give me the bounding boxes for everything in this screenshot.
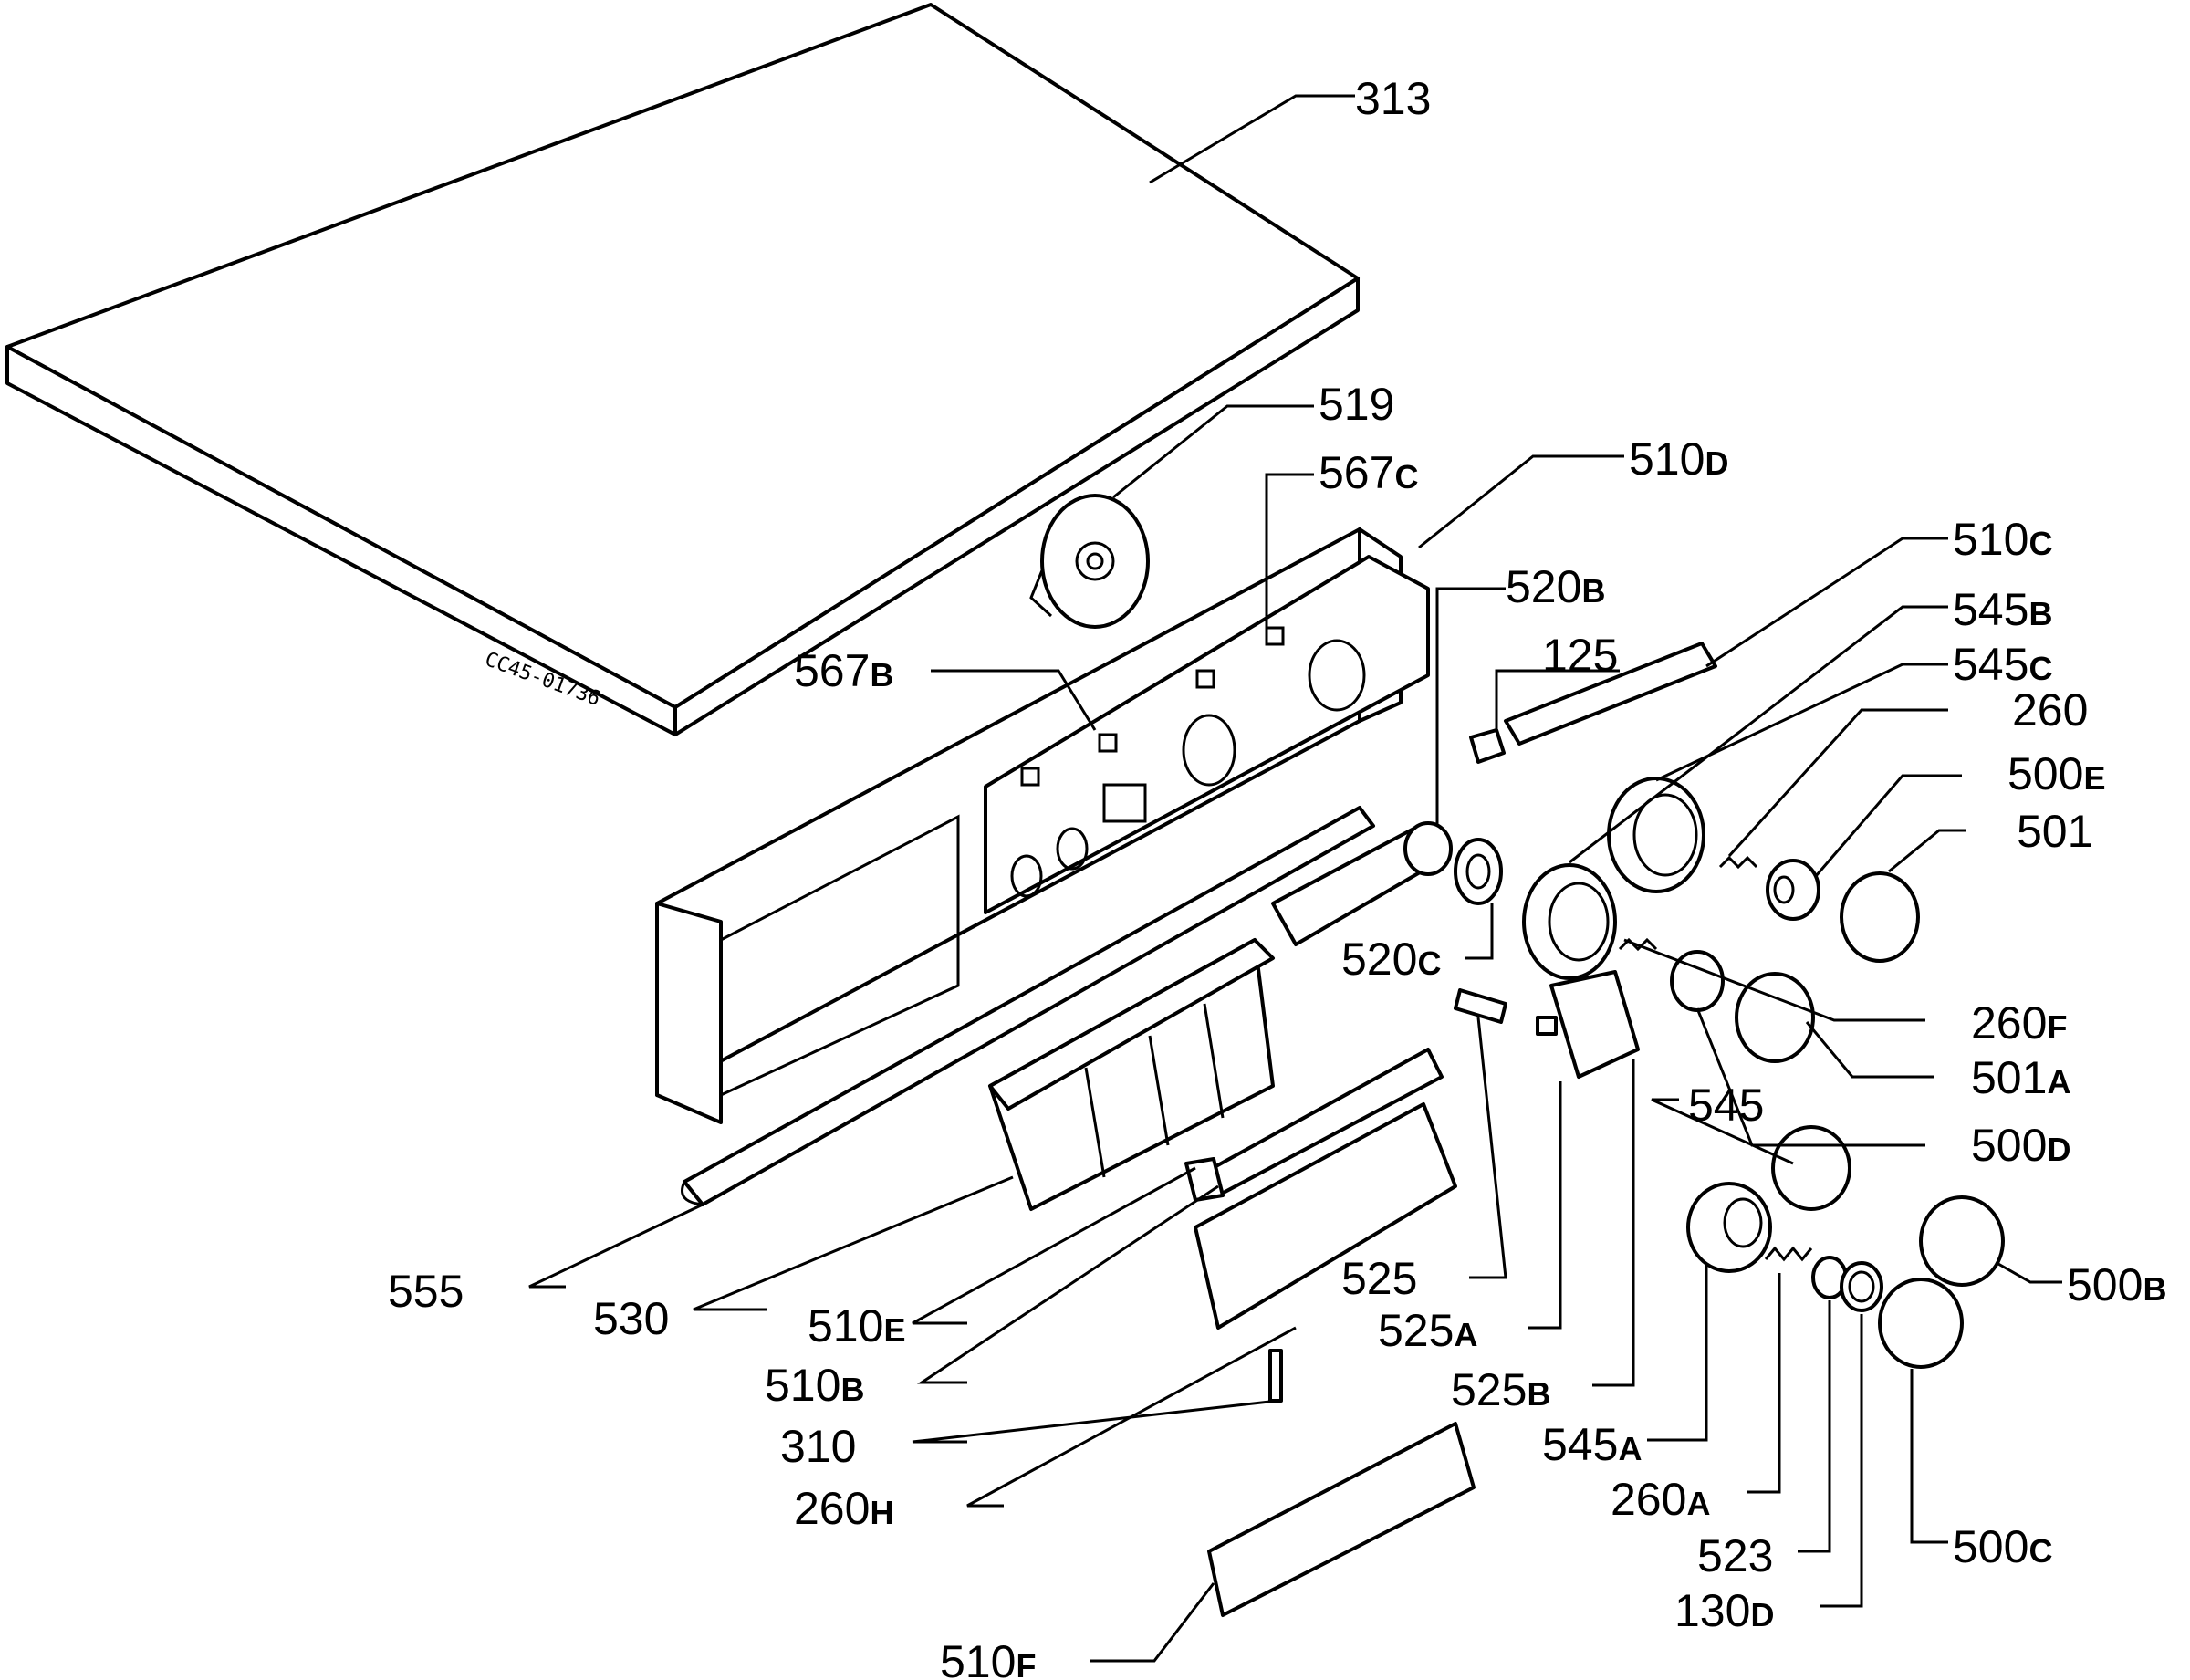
part-spring-260F — [1618, 937, 1658, 952]
part-switch-525A — [1536, 970, 1640, 1079]
part-dispenser-drawer — [988, 938, 1275, 1211]
callout-130D: 130D — [1674, 1585, 1774, 1636]
callout-260F: 260F — [1971, 997, 2067, 1049]
part-ring-130D — [1840, 1261, 1883, 1312]
callout-510B: 510B — [765, 1360, 864, 1411]
callout-520C: 520C — [1341, 934, 1441, 985]
callout-260H: 260H — [794, 1483, 893, 1534]
callout-510C: 510C — [1953, 514, 2052, 565]
callout-313: 313 — [1355, 73, 1431, 124]
callout-555: 555 — [388, 1266, 464, 1317]
part-button-sleeve-545A — [1686, 1182, 1772, 1273]
callout-310: 310 — [780, 1421, 856, 1472]
callout-567C: 567C — [1319, 447, 1418, 498]
callout-500B: 500B — [2067, 1259, 2166, 1310]
part-button-500B — [1919, 1195, 2005, 1287]
callout-525B: 525B — [1451, 1364, 1550, 1415]
part-pin-525 — [1454, 988, 1507, 1024]
part-button-500C — [1878, 1278, 1964, 1369]
callout-545A: 545A — [1542, 1419, 1642, 1470]
callout-260A: 260A — [1611, 1474, 1710, 1525]
part-drawer-handle — [1184, 824, 1457, 1330]
part-ring-520B — [1403, 821, 1453, 876]
callout-545: 545 — [1688, 1080, 1764, 1131]
part-nut-125 — [1469, 728, 1506, 764]
part-knob-sleeve-545C — [1607, 777, 1705, 893]
callout-525: 525 — [1341, 1253, 1417, 1304]
part-handle-bar — [1504, 642, 1717, 746]
part-control-panel — [655, 527, 1430, 1124]
callout-510D: 510D — [1629, 433, 1728, 485]
callout-567B: 567B — [794, 645, 893, 696]
part-bottom-strip — [681, 806, 1375, 1206]
leader-lines — [528, 94, 2062, 1663]
part-programme-disc — [1029, 494, 1150, 629]
part-spring-260A — [1764, 1246, 1813, 1262]
callout-260: 260 — [2012, 684, 2088, 736]
part-gear-520C — [1454, 838, 1503, 905]
part-panel-510F — [1207, 1422, 1476, 1617]
part-knob-sleeve-545B — [1522, 863, 1617, 980]
callout-530: 530 — [593, 1293, 669, 1344]
callout-510E: 510E — [808, 1300, 905, 1351]
part-knob-501 — [1840, 871, 1920, 963]
callout-500C: 500C — [1953, 1521, 2052, 1572]
callout-525A: 525A — [1378, 1305, 1477, 1356]
callout-510F: 510F — [940, 1636, 1036, 1680]
callout-125: 125 — [1542, 630, 1618, 681]
part-spring-260 — [1718, 855, 1758, 870]
part-spindle-500E — [1766, 859, 1820, 921]
callout-labels: 313 519 510D 567C 567B 520B 125 510C 545… — [388, 73, 2166, 1680]
callout-545B: 545B — [1953, 584, 2052, 635]
part-spring-310 — [1268, 1349, 1283, 1403]
part-button-545 — [1771, 1125, 1851, 1211]
part-knob-501A — [1735, 972, 1815, 1063]
callout-500E: 500E — [2008, 748, 2105, 799]
callout-501: 501 — [2017, 806, 2092, 857]
callout-520B: 520B — [1506, 561, 1605, 612]
part-top-cover — [5, 3, 1360, 736]
callout-523: 523 — [1697, 1530, 1773, 1581]
callout-500D: 500D — [1971, 1120, 2070, 1171]
callout-519: 519 — [1319, 379, 1394, 430]
callout-545C: 545C — [1953, 639, 2052, 690]
callout-501A: 501A — [1971, 1052, 2070, 1103]
